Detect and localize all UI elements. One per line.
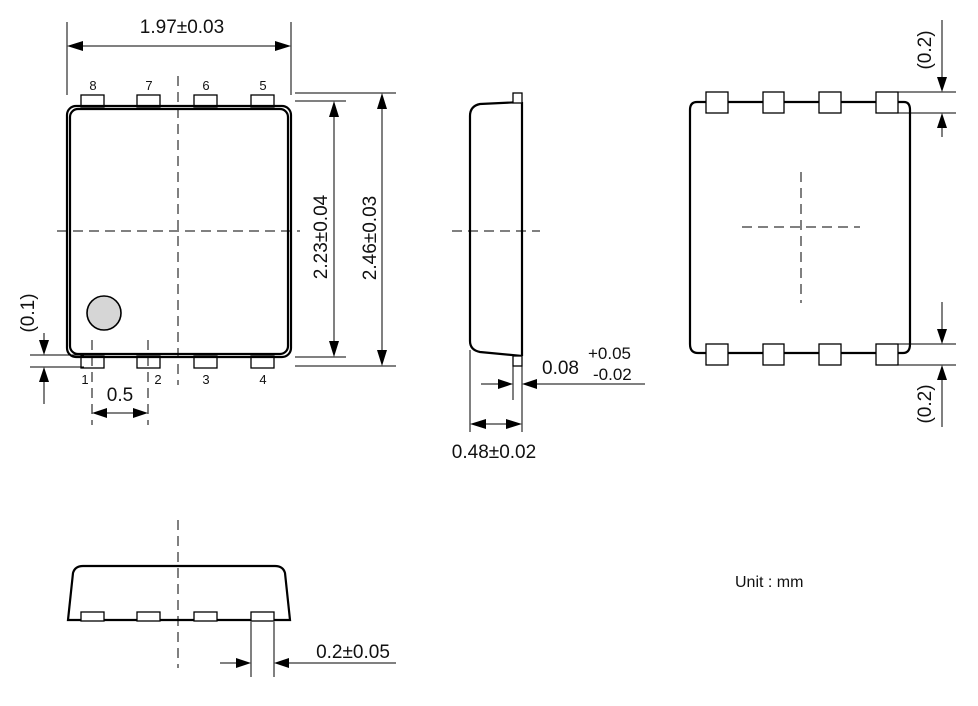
bottom-pad-bottom-2 bbox=[762, 343, 785, 366]
front-body bbox=[66, 564, 292, 622]
unit-label: Unit : mm bbox=[735, 574, 803, 591]
side-body bbox=[468, 100, 523, 358]
front-view: 0.2±0.05 bbox=[66, 520, 396, 677]
front-lead-1 bbox=[80, 611, 105, 622]
pin-label-1: 1 bbox=[81, 372, 88, 387]
dimension-height-outer: 2.46±0.03 bbox=[360, 93, 387, 366]
dimension-chamfer: (0.1) bbox=[18, 293, 84, 404]
dimension-height-outer-label: 2.46±0.03 bbox=[360, 196, 381, 280]
dimension-pad-top: (0.2) bbox=[898, 20, 956, 137]
pin-label-7: 7 bbox=[145, 78, 152, 93]
dimension-standoff-tol-minus: -0.02 bbox=[593, 365, 632, 384]
pin-label-4: 4 bbox=[259, 372, 266, 387]
dimension-width-label: 1.97±0.03 bbox=[140, 17, 224, 38]
dimension-standoff-label: 0.08 bbox=[542, 358, 579, 379]
bottom-body bbox=[688, 100, 912, 355]
bottom-view: (0.2) (0.2) bbox=[688, 20, 956, 427]
dimension-pad-bottom-label: (0.2) bbox=[915, 384, 936, 423]
bottom-pad-bottom-1 bbox=[705, 343, 729, 366]
pin-label-3: 3 bbox=[202, 372, 209, 387]
bottom-pad-bottom-3 bbox=[818, 343, 842, 366]
dimension-pitch: 0.5 bbox=[92, 385, 148, 418]
top-view: 8 7 6 5 1 2 3 4 1.97±0.03 2.23±0.04 bbox=[18, 17, 396, 425]
side-view: 0.08 +0.05 -0.02 0.48±0.02 bbox=[452, 92, 645, 463]
bottom-pad-top-3 bbox=[818, 91, 842, 114]
dimension-chamfer-label: (0.1) bbox=[18, 293, 39, 332]
dimension-thickness: 0.48±0.02 bbox=[452, 419, 536, 463]
pin-label-8: 8 bbox=[89, 78, 96, 93]
dimension-lead-width: 0.2±0.05 bbox=[220, 642, 396, 668]
front-lead-4 bbox=[250, 611, 275, 622]
dimension-lead-width-label: 0.2±0.05 bbox=[316, 642, 390, 663]
dimension-thickness-label: 0.48±0.02 bbox=[452, 442, 536, 463]
dimension-height-inner: 2.23±0.04 bbox=[311, 101, 339, 357]
pin-label-5: 5 bbox=[259, 78, 266, 93]
bottom-pad-top-1 bbox=[705, 91, 729, 114]
dimension-height-inner-label: 2.23±0.04 bbox=[311, 194, 332, 279]
dimension-width: 1.97±0.03 bbox=[66, 17, 292, 95]
dimension-pad-top-label: (0.2) bbox=[915, 30, 936, 69]
front-lead-2 bbox=[136, 611, 161, 622]
side-lead-bottom bbox=[512, 355, 523, 367]
dimension-standoff-tol-plus: +0.05 bbox=[588, 344, 631, 363]
dimension-pad-bottom: (0.2) bbox=[898, 302, 956, 427]
bottom-pad-top-4 bbox=[875, 91, 899, 114]
pin-label-6: 6 bbox=[202, 78, 209, 93]
pin-label-2: 2 bbox=[154, 372, 161, 387]
bottom-pad-bottom-4 bbox=[875, 343, 899, 366]
pin1-marker bbox=[86, 295, 122, 331]
bottom-pad-top-2 bbox=[762, 91, 785, 114]
dimension-standoff: 0.08 +0.05 -0.02 bbox=[481, 344, 645, 389]
side-lead-top bbox=[512, 92, 523, 104]
dimension-pitch-label: 0.5 bbox=[107, 385, 133, 406]
front-lead-3 bbox=[193, 611, 218, 622]
